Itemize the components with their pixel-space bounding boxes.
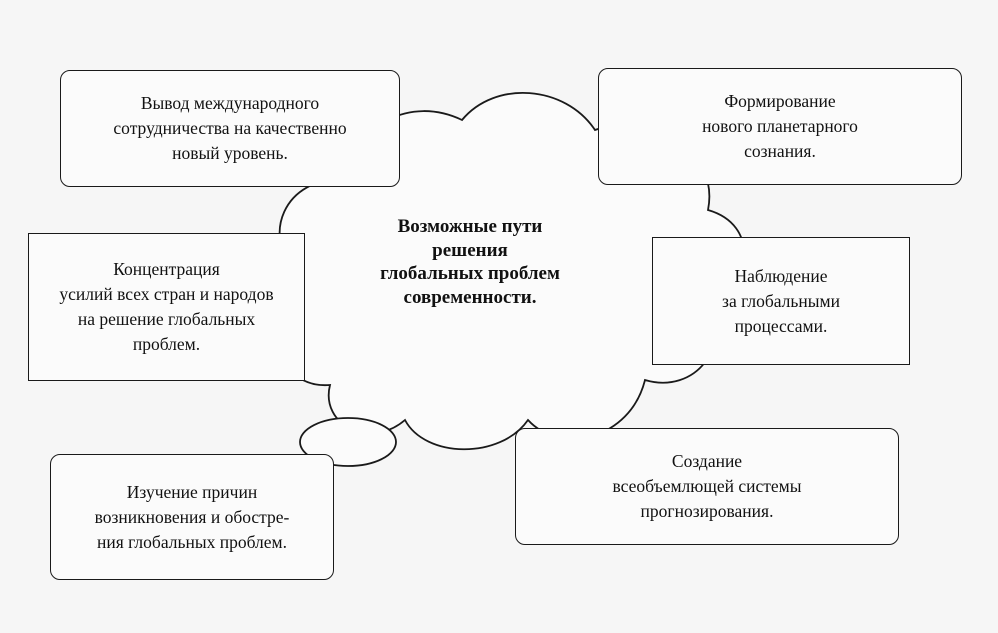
diagram-title: Возможные пути решения глобальных пробле… bbox=[380, 216, 560, 308]
box-studying-causes: Изучение причин возникновения и обостре-… bbox=[50, 454, 334, 580]
box-concentration-of-efforts-text: Концентрация усилий всех стран и народов… bbox=[59, 259, 274, 354]
box-planetary-consciousness-text: Формирование нового планетарного сознани… bbox=[702, 91, 858, 161]
box-monitoring-processes: Наблюдение за глобальными процессами. bbox=[652, 237, 910, 365]
box-studying-causes-text: Изучение причин возникновения и обостре-… bbox=[94, 481, 290, 552]
box-monitoring-processes-text: Наблюдение за глобальными процессами. bbox=[722, 265, 840, 336]
box-forecasting-system-text: Создание всеобъемлющей системы прогнозир… bbox=[612, 451, 802, 521]
box-international-cooperation-text: Вывод международного сотрудничества на к… bbox=[113, 93, 347, 163]
box-concentration-of-efforts: Концентрация усилий всех стран и народов… bbox=[28, 233, 305, 381]
box-forecasting-system: Создание всеобъемлющей системы прогнозир… bbox=[515, 428, 899, 545]
box-international-cooperation: Вывод международного сотрудничества на к… bbox=[60, 70, 400, 187]
box-planetary-consciousness: Формирование нового планетарного сознани… bbox=[598, 68, 962, 185]
